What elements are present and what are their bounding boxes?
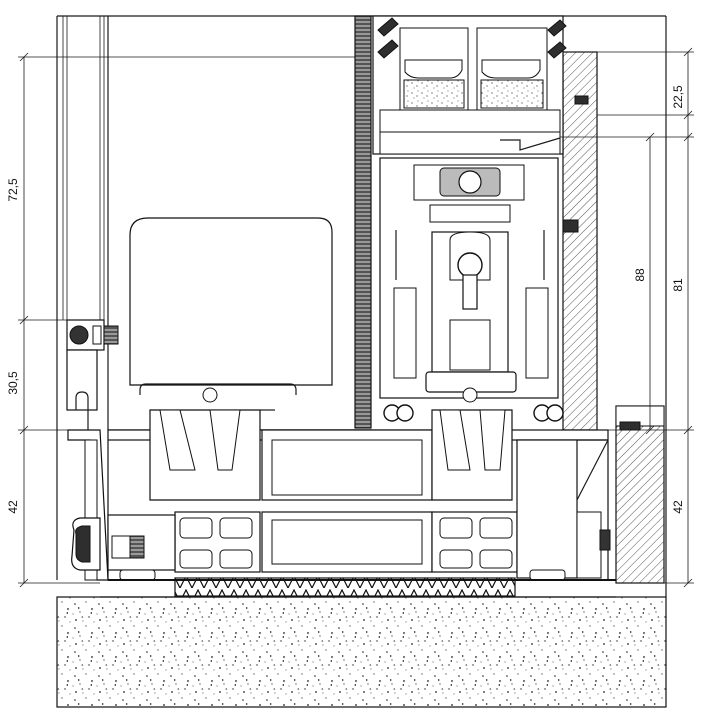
dim-right-bottom: 42	[671, 500, 685, 514]
dim-right-inner: 88	[633, 268, 647, 282]
dim-left-top: 72,5	[6, 178, 20, 202]
bottom-frame-profile	[71, 387, 616, 598]
dimension-lines	[18, 47, 694, 588]
dim-right-top: 22,5	[671, 85, 685, 109]
sliding-sash-panel	[108, 15, 372, 431]
frame-outline	[56, 15, 667, 597]
center-mechanism	[379, 157, 559, 399]
dim-left-mid: 30,5	[6, 371, 20, 395]
concrete-slab	[56, 596, 667, 708]
top-glazing-unit	[372, 15, 589, 155]
seal-gaskets	[383, 219, 641, 431]
wall-section	[562, 51, 665, 584]
dim-right-outer: 81	[671, 278, 685, 292]
dim-left-bottom: 42	[6, 500, 20, 514]
